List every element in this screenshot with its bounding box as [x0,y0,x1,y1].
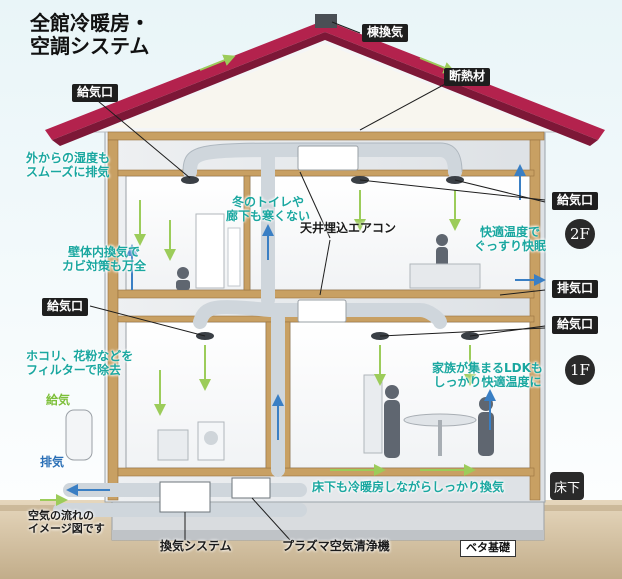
floor-badge-1f: 1F [565,355,595,385]
slab-foundation-label: ベタ基礎 [460,540,516,557]
page-title: 全館冷暖房・ 空調システム [30,12,150,58]
title-line-1: 全館冷暖房・ [30,11,150,35]
supply-vent-label-top-left: 給気口 [72,84,119,102]
note-dust-line2: フィルターで除去 [26,362,122,377]
ventilation-system-label: 換気システム [160,539,232,553]
note-ldk: 家族が集まるLDKも しっかり快適温度に [432,361,543,390]
note-wall-vent-line1: 壁体内換気で [68,245,141,259]
note-wall-vent: 壁体内換気で カビ対策も万全 [62,245,147,274]
air-flow-note-line1: 空気の流れの [28,509,94,522]
leader-lines [89,21,546,541]
note-humidity-line1: 外からの湿度も [26,151,111,165]
air-flow-note: 空気の流れの イメージ図です [28,509,105,535]
note-sleep: 快適温度で ぐっすり快眠 [474,225,547,254]
furniture [157,213,481,461]
note-wall-vent-line2: カビ対策も万全 [62,258,147,273]
title-line-2: 空調システム [30,34,150,58]
note-dust-line1: ホコリ、花粉などを [26,349,134,363]
note-humidity-line2: スムーズに排気 [26,164,110,179]
note-ldk-line1: 家族が集まるLDKも [432,361,543,375]
note-sleep-line2: ぐっすり快眠 [474,238,547,253]
duct-outlines [182,142,463,173]
air-flow-note-line2: イメージ図です [28,522,105,536]
note-dust: ホコリ、花粉などを フィルターで除去 [26,349,134,378]
note-ldk-line2: しっかり快適温度に [433,374,542,389]
insulation-label: 断熱材 [444,68,491,86]
ceiling-ac-label: 天井埋込エアコン [300,221,397,235]
ceiling-ac-2f [297,145,359,171]
supply-vent-label-right-2f: 給気口 [552,192,599,210]
note-toilet-line1: 冬のトイレや [232,195,305,209]
note-toilet: 冬のトイレや 廊下も寒くない [226,195,311,224]
exhaust-arrows [66,164,546,496]
floor-badge-2f: 2F [565,219,595,249]
exhaust-vent-label-right: 排気口 [552,280,599,298]
exhaust-air-label: 排気 [40,455,65,469]
note-toilet-line2: 廊下も寒くない [226,208,311,223]
ventilation-unit [159,481,211,513]
supply-vent-label-right-1f: 給気口 [552,316,599,334]
outdoor-filter [65,409,93,461]
plasma-purifier-label: プラズマ空気清浄機 [282,539,390,553]
supply-air-label: 給気 [46,393,71,407]
ceiling-ac-1f [297,299,347,323]
note-humidity: 外からの湿度も スムーズに排気 [26,151,111,180]
floor-badge-underfloor: 床下 [550,472,584,500]
roof-vent-label: 棟換気 [362,24,409,42]
roof-vent-cap [315,14,337,28]
plasma-purifier-unit [231,477,271,499]
note-sleep-line1: 快適温度で [480,225,541,239]
note-underfloor: 床下も冷暖房しながらしっかり換気 [312,480,505,494]
supply-vent-label-left-1f: 給気口 [42,298,89,316]
